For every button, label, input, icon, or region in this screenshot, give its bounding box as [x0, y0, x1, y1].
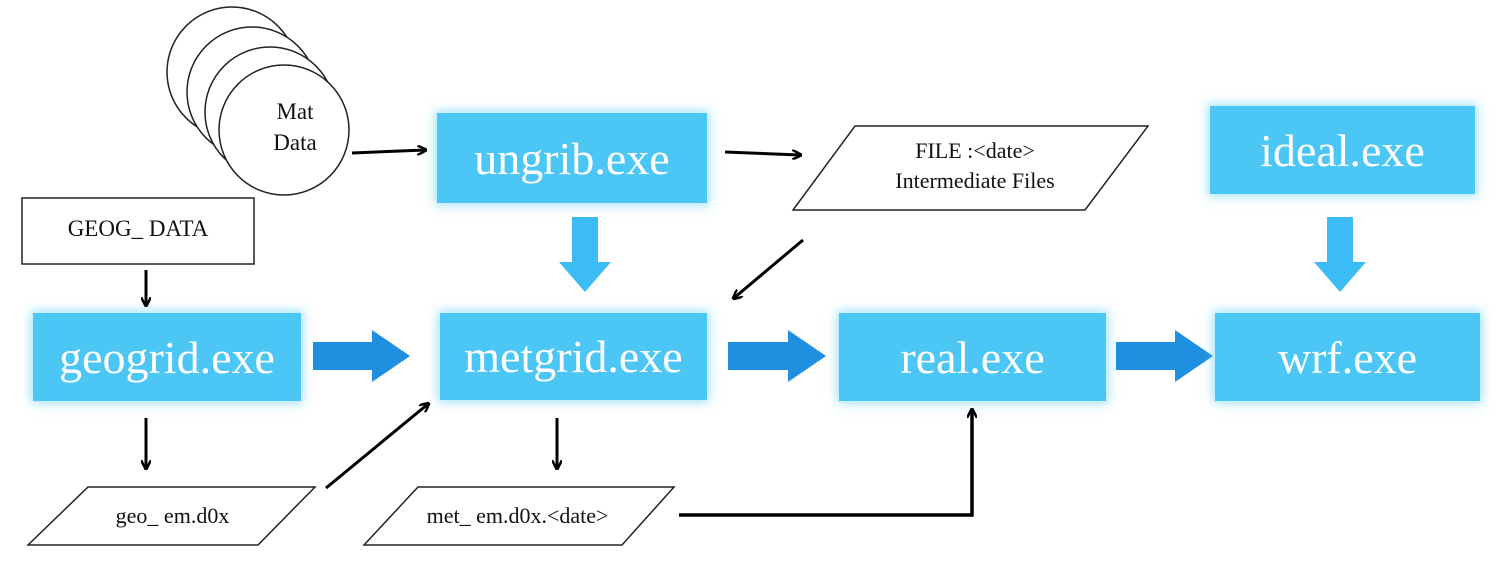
ungrib-exe-box: ungrib.exe — [437, 113, 707, 203]
block-arrow-real-to-wrf — [1116, 330, 1213, 382]
intermediate-files-shape — [791, 125, 1150, 211]
geogrid-exe-box: geogrid.exe — [33, 313, 301, 401]
arrow-ungrib-to-files — [724, 152, 800, 155]
arrow-metem-to-real — [679, 410, 972, 517]
intermediate-files-text: Intermediate Files — [895, 168, 1055, 193]
geog-data-label: GEOG_ DATA — [67, 216, 209, 241]
block-arrow-ideal-to-wrf — [1314, 217, 1366, 292]
metgrid-exe-box: metgrid.exe — [440, 313, 707, 400]
file-date-text: FILE :<date> — [915, 138, 1035, 163]
geo-em-label: geo_ em.d0x — [115, 503, 230, 528]
ideal-exe-box: ideal.exe — [1210, 106, 1475, 194]
mat-data-stack — [166, 6, 350, 196]
geog-data-box — [21, 197, 255, 265]
geo-em-shape — [26, 486, 317, 546]
arrow-geoem-to-metgrid — [325, 404, 428, 490]
intermediate-files-label: FILE :<date> Intermediate Files — [830, 136, 1120, 196]
arrow-matdata-to-ungrib — [351, 150, 425, 153]
real-exe-box: real.exe — [839, 313, 1106, 401]
met-em-label: met_ em.d0x.<date> — [426, 503, 609, 528]
met-em-shape — [362, 486, 676, 546]
block-arrow-metgrid-to-real — [728, 330, 826, 382]
block-arrow-geogrid-to-metgrid — [313, 330, 410, 382]
block-arrow-ungrib-to-metgrid — [559, 217, 611, 292]
wrf-exe-box: wrf.exe — [1215, 313, 1480, 401]
mat-data-label: Mat Data — [273, 99, 317, 155]
arrow-files-to-metgrid — [734, 238, 804, 298]
